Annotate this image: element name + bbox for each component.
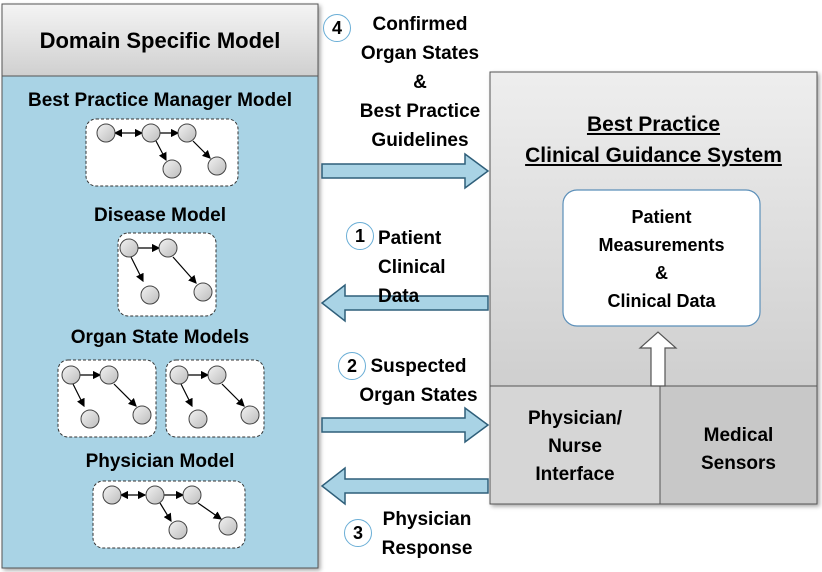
step-3-badge: 3 (344, 519, 372, 547)
step-1-badge: 1 (346, 222, 374, 250)
organ-state-network-2 (165, 359, 265, 438)
up-arrow-icon (638, 331, 678, 387)
step-3-text: Physician Response (381, 509, 473, 559)
step-2-badge: 2 (338, 352, 366, 380)
physician-model-label: Physician Model (85, 451, 235, 472)
best-practice-manager-label: Best Practice Manager Model (28, 90, 292, 111)
guidance-system-title-line1: Best Practice (586, 113, 721, 136)
physician-interface-label: Physician/ Nurse Interface (528, 408, 622, 485)
step-1-text: Patient Clinical Data (378, 228, 446, 307)
disease-model-label: Disease Model (94, 205, 226, 226)
physician-interface-box (489, 385, 661, 505)
patient-data-label: Patient Measurements & Clinical Data (598, 207, 725, 311)
organ-state-models-label: Organ State Models (70, 327, 250, 348)
arrow-step-2 (321, 406, 490, 444)
arrow-step-1 (320, 283, 489, 323)
medical-sensors-label: Medical Sensors (701, 425, 776, 474)
patient-data-box (562, 189, 761, 327)
arrow-step-4 (321, 152, 490, 190)
best-practice-manager-network (85, 118, 239, 187)
arrow-step-3 (320, 466, 489, 506)
organ-state-network-1 (57, 359, 157, 438)
disease-network (117, 232, 217, 317)
physician-network (92, 480, 246, 549)
step-4-badge: 4 (323, 14, 351, 42)
guidance-system-title-line2: Clinical Guidance System (525, 144, 782, 167)
step-2-text: Suspected Organ States (359, 356, 478, 406)
domain-model-title: Domain Specific Model (39, 28, 281, 53)
medical-sensors-box (659, 385, 818, 505)
domain-model-header (1, 3, 319, 77)
step-4-text: Confirmed Organ States & Best Practice G… (359, 14, 481, 151)
